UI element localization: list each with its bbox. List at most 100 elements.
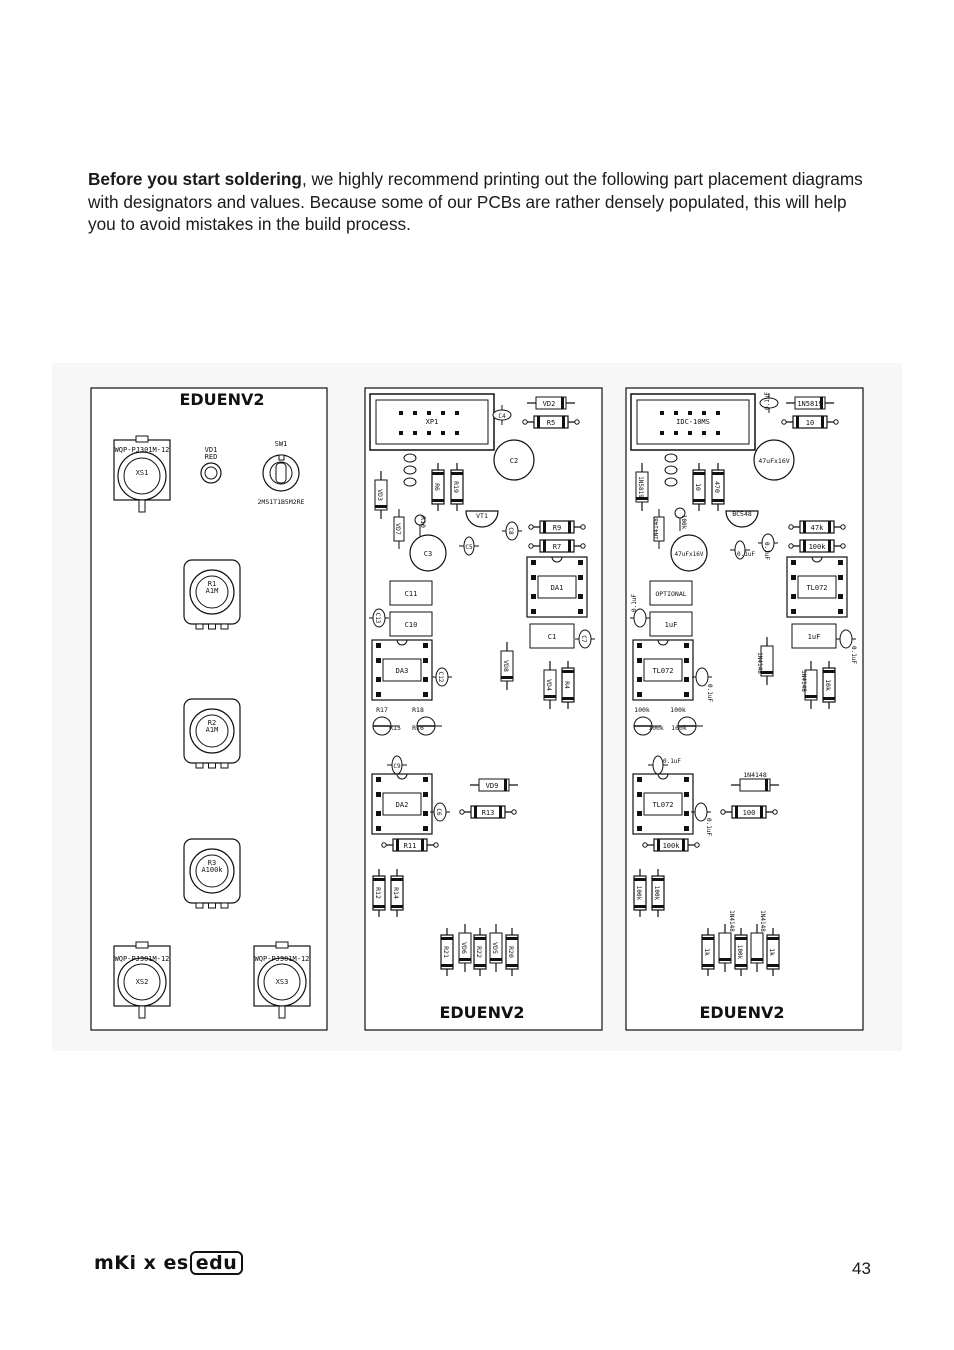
resistor-100k-r22-value: 100k <box>736 945 743 960</box>
led-vd1-value: RED <box>205 453 218 461</box>
switch-sw1-part: 2MS1T1B5M2RE <box>258 498 305 506</box>
capacitor-c2-ref: C2 <box>510 457 518 465</box>
capacitor-c12-ref: C12 <box>437 672 444 683</box>
resistor-r18-ref: R18 <box>412 706 424 714</box>
ic-da1-ref: DA1 <box>551 584 564 592</box>
transistor-vt1-ref: VT1 <box>476 512 488 520</box>
capacitor-01uf-c8-value: 0.1uF <box>763 542 770 560</box>
diode-1n4148-vd8-value: 1N4148 <box>756 652 763 674</box>
resistor-r19-ref: R19 <box>452 481 460 493</box>
capacitor-47uf-top <box>753 439 795 481</box>
diode-vd4-ref: VD4 <box>545 679 553 691</box>
connector-xp1-ref: XP1 <box>426 418 439 426</box>
diode-1n4148-vd4-value: 1N4148 <box>800 670 807 692</box>
resistor-r20-ref: R20 <box>507 946 515 958</box>
resistor-r16-ref: R16 <box>412 724 424 732</box>
pot-r2-value: A1M <box>206 726 219 734</box>
resistor-10k-value: 10k <box>824 679 832 691</box>
diode-vd6-ref: VD6 <box>460 942 468 954</box>
logo-main-text: mKi x es <box>94 1252 189 1274</box>
connector-idc-value: IDC-10MS <box>676 418 710 426</box>
diode-1n5819-top-value: 1N5819 <box>797 400 822 408</box>
capacitor-optional-value: OPTIONAL <box>655 590 686 598</box>
diode-1n4148-vd9-value: 1N4148 <box>743 771 767 779</box>
resistor-r21-ref: R21 <box>442 946 450 958</box>
resistor-100k-r15-value: 100k <box>648 724 664 732</box>
logo-edu-box: edu <box>189 1251 244 1275</box>
capacitor-c4-ref: C4 <box>498 413 506 420</box>
resistor-100k-r12-value: 100k <box>635 886 642 901</box>
resistor-100k-r14-value: 100k <box>653 886 660 901</box>
resistor-100k-r7-value: 100k <box>809 543 827 551</box>
resistor-r4-ref: R4 <box>563 681 571 689</box>
jack-xs1-part: WQP-PJ301M-12 <box>115 446 170 454</box>
diode-1n4148-vd5-value: 1N4148 <box>759 910 766 932</box>
ic-da3-ref: DA3 <box>396 667 409 675</box>
capacitor-c10 <box>389 611 433 637</box>
capacitor-c7-ref: C7 <box>580 635 587 643</box>
transistor-bc548-value: BC548 <box>732 510 752 518</box>
switch-sw1-ref: SW1 <box>275 440 288 448</box>
ic-tl072-top-value: TL072 <box>806 584 827 592</box>
resistor-r6-ref: R6 <box>433 483 441 491</box>
resistors-100k-row <box>633 716 703 736</box>
intro-paragraph: Before you start soldering, we highly re… <box>88 168 868 236</box>
capacitor-c11 <box>389 580 433 606</box>
ic-da2-ref: DA2 <box>396 801 409 809</box>
capacitor-01uf-c6-value: 0.1uF <box>705 818 712 836</box>
diode-vd2-ref: VD2 <box>543 400 556 408</box>
front-panel-title: EDUENV2 <box>179 390 264 409</box>
resistor-100k-r17-value: 100k <box>634 706 650 714</box>
pot-r3-value: A100k <box>201 866 223 874</box>
transistor-vt1 <box>465 510 499 528</box>
led-vd1 <box>200 462 222 484</box>
resistor-1k-r20-value: 1k <box>768 948 776 956</box>
capacitor-47uf-mid-value: 47uFx16V <box>675 551 704 558</box>
resistor-100k-r16-value: 100k <box>671 724 687 732</box>
resistor-r5-ref: R5 <box>547 419 555 427</box>
pot-r1-value: A1M <box>206 587 219 595</box>
jack-xs2-part: WQP-PJ301M-12 <box>115 955 170 963</box>
capacitor-01uf-c12-value: 0.1uF <box>706 684 713 702</box>
capacitor-c1-ref: C1 <box>548 633 556 641</box>
capacitor-01uf-c5-value: 0.1uF <box>737 551 755 558</box>
values-pcb-diagram: EDUENV2 IDC-10MS 1N5819 10 0.1uF 47uFx16… <box>625 387 864 1031</box>
jack-xs2-ref: XS2 <box>136 978 149 986</box>
resistor-r9-ref: R9 <box>553 524 561 532</box>
capacitor-c5-ref: C5 <box>465 544 473 551</box>
resistor-r17-ref: R17 <box>376 706 388 714</box>
intro-text: , we highly recommend printing out the f… <box>88 169 863 234</box>
capacitor-c3 <box>409 534 447 572</box>
capacitor-c13-ref: C13 <box>374 613 381 624</box>
jack-xs3-part: WQP-PJ301M-12 <box>255 955 310 963</box>
diode-1n4148-left <box>653 509 665 549</box>
capacitor-c3-ref: C3 <box>424 550 432 558</box>
resistor-r14-ref: R14 <box>392 887 400 899</box>
diode-vd3-ref: VD3 <box>376 489 384 501</box>
diode-1n4148-vd6-value: 1N4148 <box>728 910 735 932</box>
capacitor-c2 <box>493 439 535 481</box>
capacitor-47uf-top-value: 47uFx16V <box>758 457 789 465</box>
resistor-r11-ref: R11 <box>404 842 417 850</box>
resistor-10-top-value: 10 <box>806 419 814 427</box>
diode-vd7 <box>393 509 405 549</box>
resistor-r13-ref: R13 <box>482 809 495 817</box>
capacitor-01uf-c13-value: 0.1uF <box>631 594 638 612</box>
resistor-r15-ref: R15 <box>389 724 401 732</box>
pot-r3-ref: R3 <box>208 859 216 867</box>
pcb-diagrams-svg: EDUENV2 WQP-PJ301M-12 XS1 VD1 RED SW1 2M… <box>90 387 864 1031</box>
capacitor-c8-ref: C8 <box>507 527 514 535</box>
pot-r2-ref: R2 <box>208 719 216 727</box>
transistor-bc548 <box>725 510 759 528</box>
capacitor-1uf-left <box>649 611 693 637</box>
resistor-10-mid-value: 10 <box>694 483 702 491</box>
capacitor-c11-ref: C11 <box>405 590 418 598</box>
designators-pcb-title: EDUENV2 <box>439 1003 524 1022</box>
diode-vd9-ref: VD9 <box>486 782 499 790</box>
pot-r1-ref: R1 <box>208 580 216 588</box>
resistor-r7-ref: R7 <box>553 543 561 551</box>
resistor-100-value: 100 <box>743 809 756 817</box>
ic-tl072-mid-value: TL072 <box>652 667 673 675</box>
diode-vd7-ref: VD7 <box>394 523 402 535</box>
mki-x-es-edu-logo: mKi x es edu <box>94 1248 244 1278</box>
